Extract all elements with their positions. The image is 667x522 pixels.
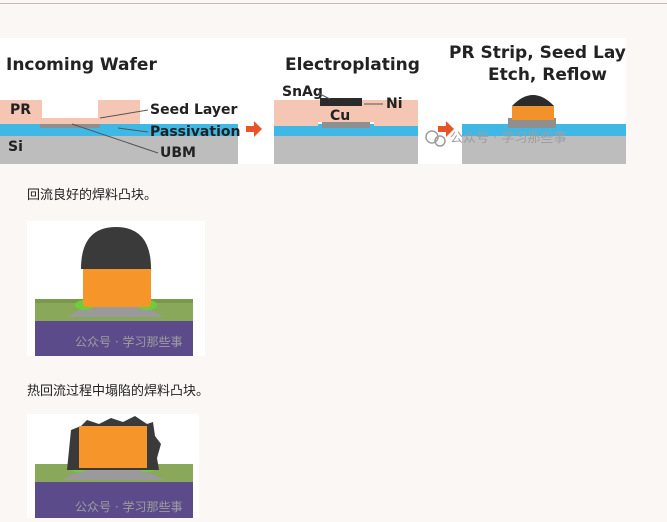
reflow-diagram: PR Strip, Seed Layer Etch, Reflow [449, 43, 646, 164]
arrow-2 [438, 121, 454, 137]
electroplating-diagram: Electroplating SnAg Ni Cu [274, 55, 420, 164]
si-label: Si [8, 139, 23, 155]
seed-layer-label: Seed Layer [150, 102, 238, 118]
snag-label: SnAg [282, 84, 323, 100]
collapsed-bump-figure: 公众号 · 学习那些事 [27, 414, 199, 518]
passivation-label: Passivation [150, 124, 240, 140]
ni-label: Ni [386, 96, 403, 112]
top-divider [0, 0, 667, 4]
incoming-wafer-diagram: Incoming Wafer PR Si Seed Layer Passivat… [0, 55, 240, 164]
figure1-watermark: 公众号 · 学习那些事 [450, 130, 566, 146]
caption-good-bump: 回流良好的焊料凸块。 [27, 188, 158, 203]
stage2-title: Electroplating [285, 55, 420, 75]
panel1-watermark: 公众号 · 学习那些事 [75, 335, 183, 349]
stage3-title-line1: PR Strip, Seed Layer [449, 43, 626, 63]
process-flow-figure: Incoming Wafer PR Si Seed Layer Passivat… [0, 38, 646, 164]
pr-label: PR [10, 102, 31, 118]
caption-collapsed-bump: 热回流过程中塌陷的焊料凸块。 [27, 384, 210, 399]
arrow-1 [246, 121, 262, 137]
panel2-watermark: 公众号 · 学习那些事 [75, 500, 183, 514]
good-bump-figure: 公众号 · 学习那些事 [27, 221, 205, 356]
stage3-title-line2: Etch, Reflow [488, 65, 607, 85]
cu-label: Cu [330, 108, 350, 124]
stage1-title: Incoming Wafer [6, 55, 157, 75]
watermark-1: 公众号 · 学习那些事 [425, 130, 566, 147]
ubm-label: UBM [160, 145, 196, 161]
